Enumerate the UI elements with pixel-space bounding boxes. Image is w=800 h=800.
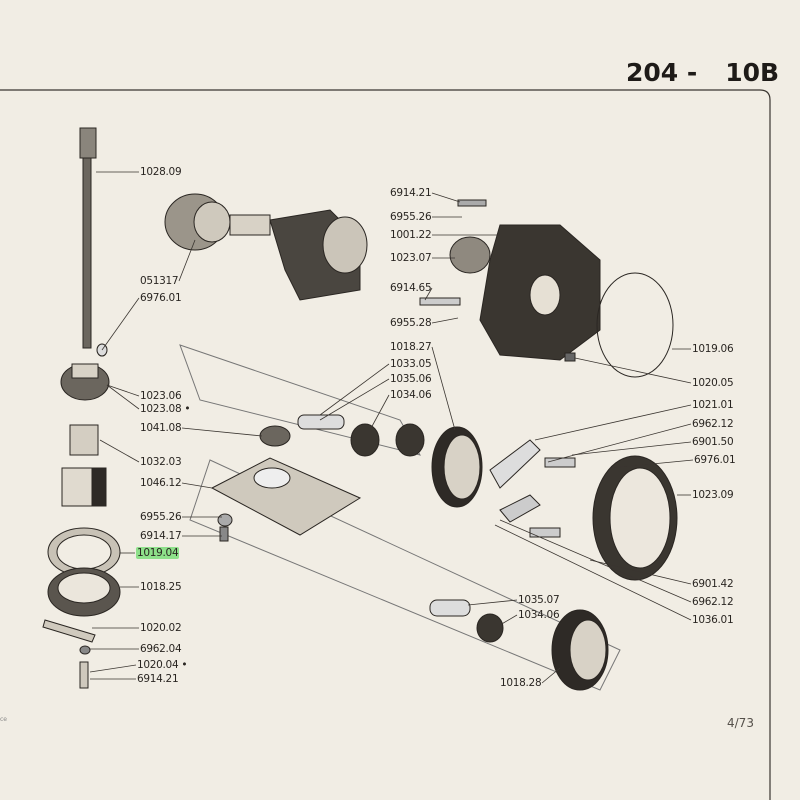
corner-mark: ce bbox=[0, 716, 7, 723]
leader-line bbox=[89, 664, 137, 673]
leader-line bbox=[181, 482, 213, 489]
part-label: 6962.12 bbox=[692, 596, 734, 608]
part-label: 6962.12 bbox=[692, 418, 734, 430]
leader-line bbox=[571, 441, 692, 456]
inner-rotor bbox=[69, 424, 99, 456]
part-label: 6962.04 bbox=[140, 643, 182, 655]
part-label: 6976.01 bbox=[694, 454, 736, 466]
part-label: 6901.50 bbox=[692, 436, 734, 448]
part-label: 1041.08 bbox=[140, 422, 182, 434]
strainer-1041-08 bbox=[259, 425, 291, 447]
part-label: 1034.06 bbox=[390, 389, 432, 401]
part-label: 1035.07 bbox=[518, 594, 560, 606]
leader-line bbox=[494, 524, 692, 621]
gasket-1019-06 bbox=[596, 272, 674, 378]
page-header: 204 - 10B bbox=[626, 58, 779, 87]
leader-line bbox=[106, 384, 140, 410]
part-label: 1033.05 bbox=[390, 358, 432, 370]
part-label: 1035.06 bbox=[390, 373, 432, 385]
part-label: 6976.01 bbox=[140, 292, 182, 304]
outer-rotor bbox=[61, 467, 107, 507]
page-border bbox=[0, 89, 771, 800]
leader-line bbox=[431, 192, 461, 203]
part-label: 1036.01 bbox=[692, 614, 734, 626]
leader-line bbox=[534, 404, 692, 441]
part-label: 1023.07 bbox=[390, 252, 432, 264]
part-label: 1021.01 bbox=[692, 399, 734, 411]
bolt bbox=[79, 661, 89, 689]
washer bbox=[79, 645, 91, 655]
leader-line bbox=[319, 378, 390, 421]
leader-line bbox=[431, 317, 459, 324]
part-1023-07 bbox=[449, 236, 491, 274]
helical-gear-top bbox=[164, 193, 271, 251]
section-number: 10B bbox=[725, 58, 780, 87]
part-label: 1018.25 bbox=[140, 581, 182, 593]
gasket-1019-04 bbox=[47, 527, 121, 577]
part-label: 1023.08 • bbox=[140, 403, 191, 415]
part-label: 6901.42 bbox=[692, 578, 734, 590]
leader-line bbox=[547, 423, 692, 463]
part-label: 1019.06 bbox=[692, 343, 734, 355]
leader-line bbox=[319, 363, 390, 416]
leader-line bbox=[499, 614, 518, 626]
part-label: 1046.12 bbox=[140, 477, 182, 489]
leader-line bbox=[369, 394, 390, 431]
part-label: 1001.22 bbox=[390, 229, 432, 241]
cover-1018-25 bbox=[47, 567, 121, 617]
part-label: 6955.26 bbox=[390, 211, 432, 223]
part-label: 6914.65 bbox=[390, 282, 432, 294]
part-label: 1020.04 • bbox=[137, 659, 188, 671]
part-label: 6955.26 bbox=[140, 511, 182, 523]
drive-gear-bottom bbox=[60, 363, 110, 401]
drive-shaft bbox=[79, 127, 108, 357]
leader-line bbox=[178, 239, 196, 282]
leader-line bbox=[589, 559, 692, 585]
plate-1020-02 bbox=[42, 619, 96, 643]
part-label: 1018.27 bbox=[390, 341, 432, 353]
pin-1033-05 bbox=[297, 414, 345, 430]
leader-line bbox=[609, 459, 694, 469]
part-label: 6914.21 bbox=[390, 187, 432, 199]
pump-body-1001-22 bbox=[479, 224, 601, 361]
leader-line bbox=[99, 439, 140, 463]
leader-line bbox=[181, 427, 263, 437]
part-label-highlighted: 1019.04 bbox=[136, 547, 180, 559]
part-label: 1023.06 bbox=[140, 390, 182, 402]
leader-line bbox=[101, 297, 140, 351]
leader-line bbox=[467, 599, 518, 606]
leader-line bbox=[106, 384, 140, 397]
part-label: 051317 bbox=[140, 275, 179, 287]
part-label: 1034.06 bbox=[518, 609, 560, 621]
part-label: 1032.03 bbox=[140, 456, 182, 468]
leader-line bbox=[424, 287, 433, 301]
sprocket-1023-09 bbox=[592, 455, 678, 581]
part-label: 6914.21 bbox=[137, 673, 179, 685]
part-label: 1023.09 bbox=[692, 489, 734, 501]
leader-line bbox=[541, 667, 561, 684]
part-label: 1020.02 bbox=[140, 622, 182, 634]
part-label: 1020.05 bbox=[692, 377, 734, 389]
part-label: 1018.28 bbox=[500, 677, 542, 689]
page-number: 4/73 bbox=[727, 716, 754, 730]
part-label: 1028.09 bbox=[140, 166, 182, 178]
part-label: 6955.28 bbox=[390, 317, 432, 329]
leader-line bbox=[574, 357, 692, 384]
crankshaft bbox=[269, 209, 368, 301]
leader-line bbox=[499, 519, 692, 603]
part-label: 6914.17 bbox=[140, 530, 182, 542]
cover-plate-1046-12 bbox=[210, 457, 362, 536]
model-number: 204 - bbox=[626, 58, 698, 87]
leader-line bbox=[431, 346, 456, 431]
